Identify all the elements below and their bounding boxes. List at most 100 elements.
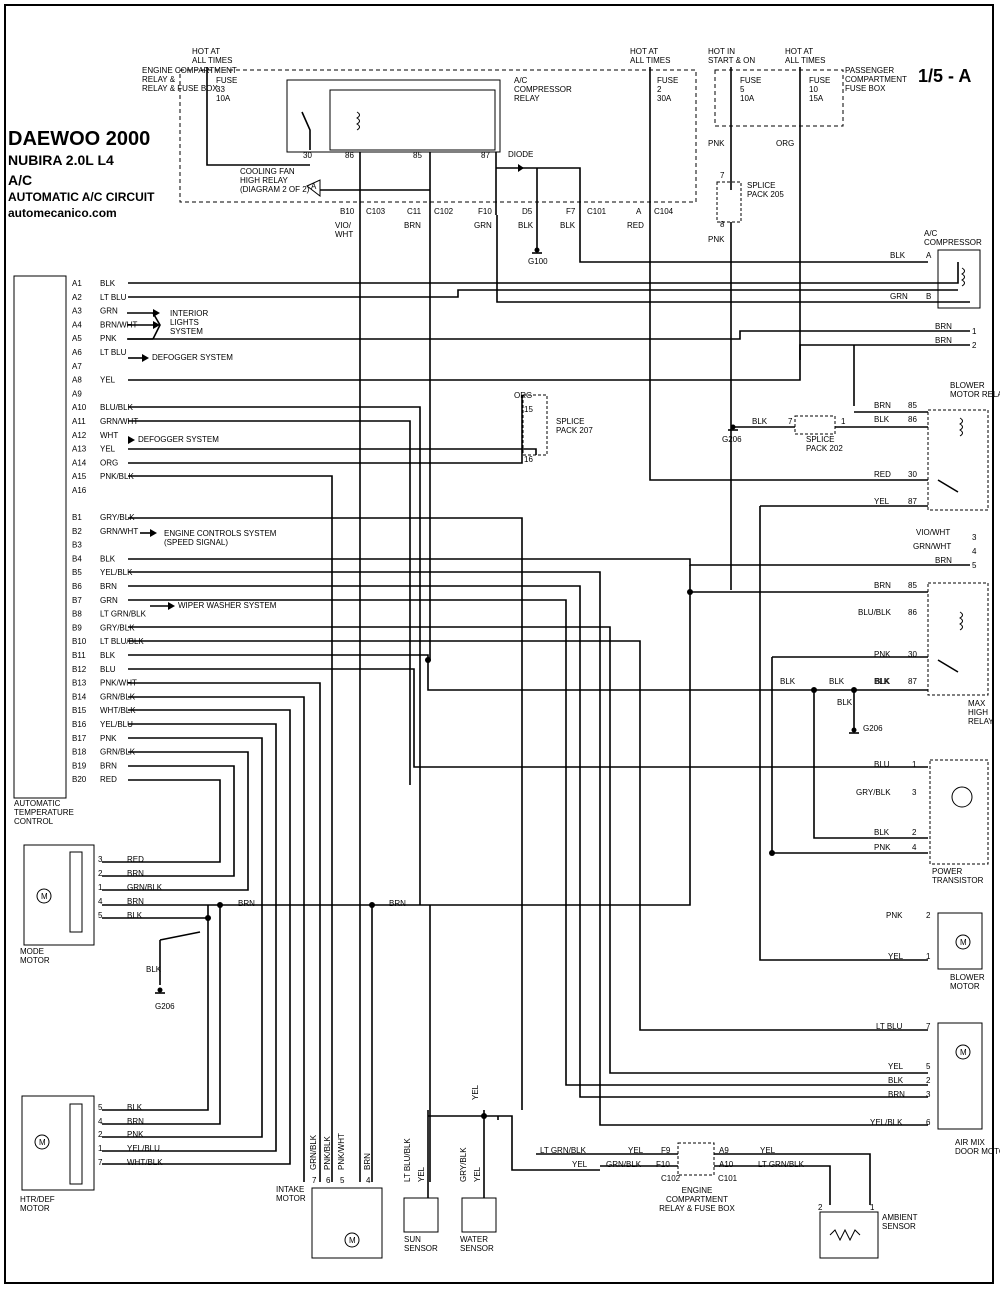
pin: 2 bbox=[926, 1076, 931, 1085]
wire-color: BRN bbox=[363, 1153, 372, 1170]
wire-color: GRN bbox=[474, 221, 492, 230]
fuse-10-label: FUSE bbox=[809, 76, 830, 85]
wire-color: BLK bbox=[560, 221, 576, 230]
pin: 4 bbox=[912, 843, 917, 852]
wire bbox=[128, 406, 421, 905]
atc-wire-color: LT BLU bbox=[100, 348, 127, 357]
defogger-label: DEFOGGER SYSTEM bbox=[138, 435, 219, 444]
wire-color: GRY/BLK bbox=[459, 1147, 468, 1182]
wire-color: BLK bbox=[518, 221, 534, 230]
sun-sensor-label: SENSOR bbox=[404, 1244, 438, 1253]
pin: 5 bbox=[972, 561, 977, 570]
mode-motor-box bbox=[23, 844, 95, 946]
pin: 7 bbox=[312, 1176, 317, 1185]
atc-pin: B14 bbox=[72, 692, 87, 701]
atc-pin: A2 bbox=[72, 293, 82, 302]
wire-color: BRN bbox=[935, 322, 952, 331]
water-sensor-box bbox=[461, 1197, 497, 1233]
ac-relay-label: RELAY bbox=[514, 94, 540, 103]
engine-box-label-bottom: ENGINE bbox=[682, 1186, 713, 1195]
pin: A bbox=[926, 251, 932, 260]
atc-pin: A3 bbox=[72, 307, 82, 316]
relay-pin: 87 bbox=[481, 151, 490, 160]
wire-color: BRN bbox=[874, 581, 891, 590]
wire bbox=[102, 709, 291, 1165]
mode-connector bbox=[69, 851, 83, 933]
pin: 1 bbox=[98, 1144, 103, 1153]
atc-pin: B13 bbox=[72, 679, 87, 688]
atc-pin: B11 bbox=[72, 651, 86, 660]
splice-207-label: SPLICE bbox=[556, 417, 584, 426]
atc-pin: A6 bbox=[72, 348, 82, 357]
atc-box bbox=[13, 275, 67, 799]
page-ref: 1/5 - A bbox=[918, 66, 972, 86]
atc-pin: B19 bbox=[72, 761, 87, 770]
hot-label: ALL TIMES bbox=[192, 56, 232, 65]
splice-205-box bbox=[716, 181, 742, 223]
arrow-icon bbox=[153, 321, 160, 329]
pin: A9 bbox=[719, 1146, 729, 1155]
compressor-coil-icon bbox=[961, 267, 965, 287]
circuit-title: AUTOMATIC A/C CIRCUIT bbox=[8, 190, 155, 204]
arrow-icon bbox=[168, 602, 175, 610]
wire-color: YEL/BLU bbox=[127, 1144, 160, 1153]
relay-pin: 30 bbox=[303, 151, 312, 160]
atc-wire-color: GRN/BLK bbox=[100, 748, 136, 757]
blower-motor-label: MOTOR bbox=[950, 982, 980, 991]
wire bbox=[128, 585, 928, 1098]
wire-color: BRN bbox=[127, 1117, 144, 1126]
pin: 3 bbox=[98, 855, 103, 864]
pin: 2 bbox=[98, 869, 103, 878]
wire bbox=[128, 558, 970, 566]
pin: 7 bbox=[926, 1022, 931, 1031]
atc-wire-color: BRN bbox=[100, 582, 117, 591]
atc-wire-color: LT BLU bbox=[100, 293, 127, 302]
relay-switch-icon bbox=[301, 111, 311, 150]
wire bbox=[760, 1153, 871, 1205]
wire-color: YEL bbox=[417, 1166, 426, 1182]
atc-wire-color: PNK bbox=[100, 734, 117, 743]
pin: 5 bbox=[926, 1062, 931, 1071]
air-mix-label: AIR MIX bbox=[955, 1138, 985, 1147]
connector-label: A bbox=[636, 207, 642, 216]
atc-wire-color: LT GRN/BLK bbox=[100, 610, 147, 619]
wire-color: BRN bbox=[238, 899, 255, 908]
hot-label: HOT AT bbox=[630, 47, 658, 56]
pin: 30 bbox=[908, 650, 917, 659]
ambient-sensor-label: SENSOR bbox=[882, 1222, 916, 1231]
engine-fuse-box bbox=[179, 69, 697, 203]
wiper-label: WIPER WASHER SYSTEM bbox=[178, 601, 277, 610]
ground-dot bbox=[534, 247, 540, 253]
ground-dot bbox=[730, 424, 736, 430]
wire bbox=[102, 565, 691, 906]
wire-color: BRN bbox=[935, 336, 952, 345]
pin: 4 bbox=[972, 547, 977, 556]
atc-wire-color: BRN bbox=[100, 761, 117, 770]
wire-color: GRY/BLK bbox=[856, 788, 891, 797]
fuse-5-label: FUSE bbox=[740, 76, 761, 85]
atc-wire-color: PNK/BLK bbox=[100, 472, 134, 481]
pin: 5 bbox=[340, 1176, 345, 1185]
wire-color: BLK bbox=[875, 677, 891, 686]
wire bbox=[159, 931, 201, 941]
splice-202-label: SPLICE bbox=[806, 435, 834, 444]
wire bbox=[128, 330, 970, 340]
power-transistor-box bbox=[929, 759, 989, 865]
pin: 7 bbox=[98, 1158, 103, 1167]
wire-color: BLU bbox=[874, 760, 890, 769]
fuse-10-label: 10 bbox=[809, 85, 818, 94]
blower-relay-switch-icon bbox=[937, 479, 959, 493]
htr-motor-box bbox=[21, 1095, 95, 1191]
blower-relay-label: MOTOR RELAY bbox=[950, 390, 1000, 399]
wire-color: YEL bbox=[760, 1146, 776, 1155]
intake-motor-box bbox=[311, 1187, 383, 1259]
pin: F9 bbox=[661, 1146, 671, 1155]
relay-coil-icon bbox=[356, 111, 360, 131]
pin: 2 bbox=[98, 1130, 103, 1139]
cooling-fan-label: (DIAGRAM 2 OF 2) bbox=[240, 185, 310, 194]
max-relay-label: MAX bbox=[968, 699, 986, 708]
connector-label: C101 bbox=[587, 207, 607, 216]
wire bbox=[128, 344, 970, 381]
sun-sensor-label: SUN bbox=[404, 1235, 421, 1244]
atc-pin: B2 bbox=[72, 527, 82, 536]
